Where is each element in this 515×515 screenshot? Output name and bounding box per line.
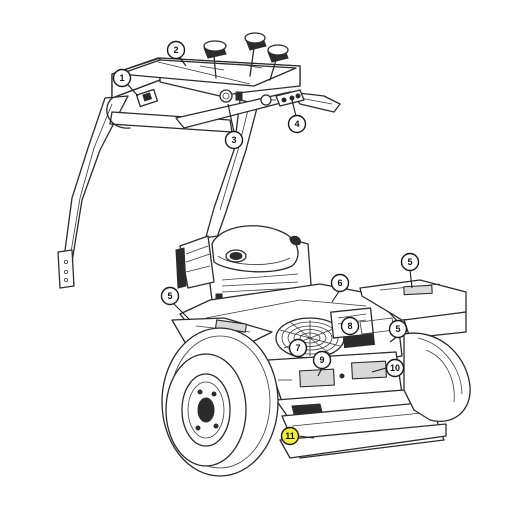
callout-6: 6	[330, 273, 350, 293]
svg-text:4: 4	[294, 119, 299, 129]
callout-8: 8	[340, 316, 360, 336]
callout-4: 4	[287, 114, 307, 134]
svg-text:3: 3	[231, 135, 236, 145]
svg-text:2: 2	[173, 45, 178, 55]
handlebar-assembly	[57, 32, 341, 289]
svg-text:5: 5	[167, 291, 172, 301]
callout-5-right: 5	[400, 252, 420, 272]
svg-text:5: 5	[407, 257, 412, 267]
svg-text:9: 9	[319, 355, 324, 365]
svg-text:1: 1	[119, 73, 124, 83]
callout-7: 7	[288, 338, 308, 358]
callout-11: 11	[280, 426, 300, 446]
callout-1: 1	[112, 68, 132, 88]
svg-text:5: 5	[395, 324, 400, 334]
svg-text:6: 6	[337, 278, 342, 288]
callout-9: 9	[312, 350, 332, 370]
right-wheel	[403, 332, 471, 422]
left-wheel	[161, 327, 279, 477]
callout-3: 3	[224, 130, 244, 150]
svg-text:10: 10	[390, 363, 400, 373]
callout-5-front: 5	[388, 319, 408, 339]
callout-2: 2	[166, 40, 186, 60]
callout-5-left: 5	[160, 286, 180, 306]
svg-text:11: 11	[285, 431, 295, 441]
svg-text:7: 7	[295, 343, 300, 353]
svg-text:8: 8	[347, 321, 352, 331]
callout-10: 10	[385, 358, 405, 378]
